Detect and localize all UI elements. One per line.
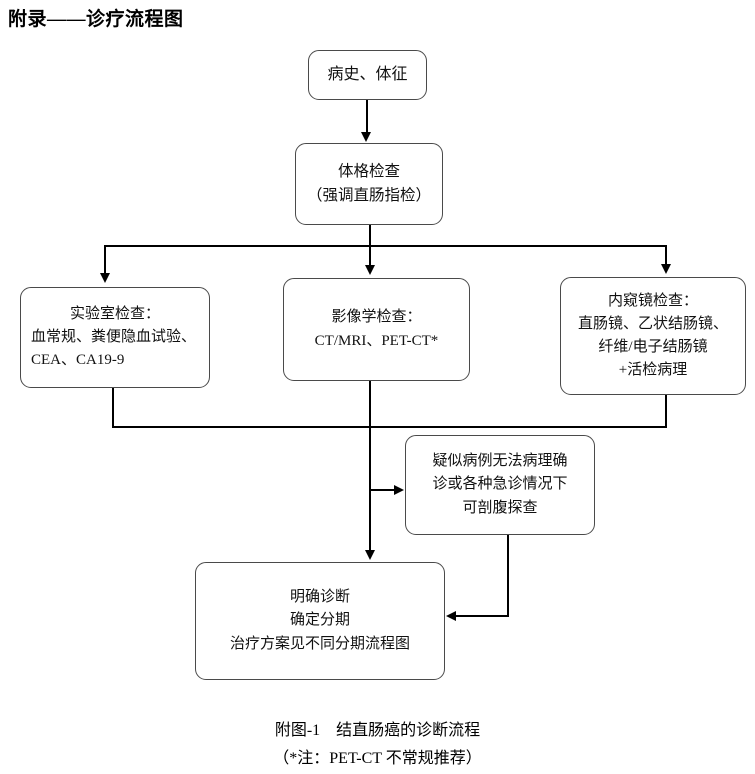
arrowhead-to-laparotomy (394, 484, 404, 495)
node-laparotomy-line-3: 可剖腹探查 (462, 499, 538, 516)
node-imaging-line-2: CT/MRI、PET-CT* (314, 332, 439, 349)
connector-lab-to-merge (112, 388, 114, 428)
node-physical-line-2: （强调直肠指检） (306, 187, 431, 204)
node-lab-line-2: 血常规、粪便隐血试验、CEA、CA19-9 (31, 328, 197, 369)
node-laboratory-examination: 实验室检查： 血常规、粪便隐血试验、CEA、CA19-9 (20, 287, 210, 388)
node-endoscopy-line-1: 内窥镜检查： (607, 292, 698, 309)
node-exploratory-laparotomy: 疑似病例无法病理确 诊或各种急诊情况下 可剖腹探查 (405, 435, 595, 535)
node-physical-line-1: 体格检查 (337, 162, 400, 180)
connector-bus-to-imaging (369, 245, 371, 267)
page-title: 附录——诊疗流程图 (8, 9, 184, 30)
arrowhead-bus-to-lab (99, 273, 110, 283)
arrowhead-bus-to-imaging (364, 265, 375, 275)
arrowhead-bus-to-endoscopy (660, 264, 671, 274)
node-diagnosis-line-3: 治疗方案见不同分期流程图 (229, 635, 410, 652)
connector-laparotomy-to-diagnosis (455, 615, 509, 617)
node-diagnosis-line-1: 明确诊断 (289, 589, 350, 606)
arrowhead-laparotomy-to-diagnosis (446, 610, 456, 621)
node-endoscopy-line-3: 纤维/电子结肠镜 (598, 339, 708, 355)
node-laparotomy-line-2: 诊或各种急诊情况下 (432, 476, 568, 493)
node-endoscopy-line-4: +活检病理 (618, 362, 688, 379)
arrowhead-imaging-to-diagnosis (364, 550, 375, 560)
node-physical-examination: 体格检查 （强调直肠指检） (295, 143, 443, 225)
node-laparotomy-line-1: 疑似病例无法病理确 (432, 453, 568, 470)
node-endoscopy-line-2: 直肠镜、乙状结肠镜、 (577, 315, 728, 332)
node-history-line-1: 病史、体征 (327, 65, 408, 83)
node-endoscopy-examination: 内窥镜检查： 直肠镜、乙状结肠镜、 纤维/电子结肠镜 +活检病理 (560, 277, 746, 395)
figure-caption-line-1: 附图-1 结直肠癌的诊断流程 (274, 722, 481, 739)
connector-to-laparotomy (369, 489, 396, 491)
arrowhead-history-to-physical (361, 132, 371, 142)
node-definitive-diagnosis: 明确诊断 确定分期 治疗方案见不同分期流程图 (195, 562, 445, 680)
connector-laparotomy-down (507, 535, 509, 617)
node-lab-line-1: 实验室检查： (69, 305, 160, 322)
connector-history-to-physical (366, 100, 368, 133)
node-imaging-line-1: 影像学检查： (331, 309, 422, 326)
connector-merge-bus (112, 426, 667, 428)
figure-caption-line-2: （*注：PET-CT 不常规推荐） (273, 750, 482, 767)
connector-physical-to-bus (369, 225, 371, 247)
node-diagnosis-line-2: 确定分期 (289, 612, 350, 629)
connector-bus-to-lab (104, 245, 106, 275)
node-imaging-examination: 影像学检查： CT/MRI、PET-CT* (283, 278, 470, 381)
connector-bus-to-endoscopy (665, 245, 667, 266)
connector-split-bus (105, 245, 667, 247)
connector-imaging-to-diagnosis (369, 381, 371, 553)
node-history-and-signs: 病史、体征 (308, 50, 427, 100)
connector-endoscopy-to-merge (665, 395, 667, 428)
